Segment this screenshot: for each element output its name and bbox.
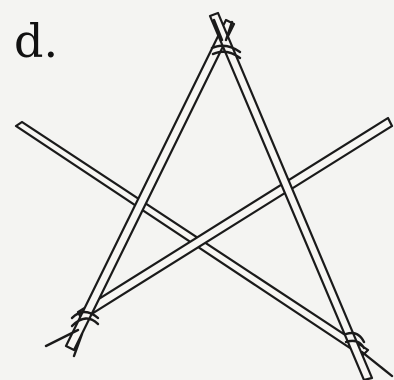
- stick-bottom-left-to-apex: [66, 20, 234, 350]
- stick-bottom-left-to-right: [78, 118, 392, 320]
- stick-apex-to-bottom-right: [210, 13, 372, 380]
- stick-left-to-bottom-right: [16, 122, 368, 356]
